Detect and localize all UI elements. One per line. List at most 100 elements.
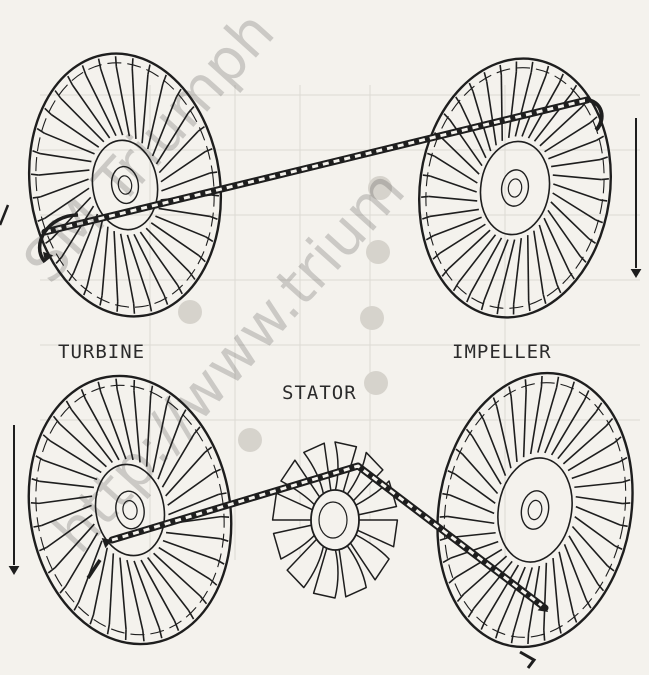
wheel-blade-tip	[73, 602, 80, 610]
grid-dot	[360, 306, 384, 330]
wheel-blade	[492, 75, 511, 141]
wheel-blade	[430, 203, 479, 223]
turbine-rotation-arrowhead	[9, 566, 20, 575]
wheel-blade-tip	[619, 456, 627, 463]
wheel-blade-tip	[568, 272, 575, 279]
wheel-blade-tip	[131, 58, 134, 68]
wheel-blade	[429, 194, 477, 203]
wheel-blade	[437, 137, 484, 174]
wheel-blade	[159, 540, 210, 587]
wheel-blade	[567, 527, 613, 566]
wheel-blade-tip	[455, 97, 462, 104]
wheel-blade-tip	[33, 150, 41, 155]
grid-dot	[178, 300, 202, 324]
wheel-outer-rim	[416, 357, 649, 662]
impeller-wheel-top	[403, 46, 627, 330]
wheel-blade-tip	[499, 65, 503, 75]
wheel-blade-tip	[99, 59, 101, 70]
wheel-outer-rim	[13, 41, 238, 329]
wheel-blade	[85, 395, 119, 464]
wheel-blade-tip	[524, 379, 528, 390]
wheel-blade	[150, 113, 195, 164]
impeller-wheel-bottom	[416, 357, 649, 662]
wheel-blade-tip	[423, 175, 431, 176]
wheel-blade-tip	[200, 595, 206, 604]
wheel-blade-tip	[31, 501, 39, 504]
wheel-blade-tip	[620, 525, 628, 526]
wheel-blade-tip	[478, 412, 485, 420]
wheel-blade-tip	[124, 629, 128, 640]
wheel-blade	[39, 494, 92, 505]
wheel-blade-tip	[106, 624, 111, 634]
wheel-hub-center	[507, 178, 523, 198]
wheel-blade	[537, 218, 576, 271]
edge-arrow	[0, 205, 8, 225]
wheel-blade-tip	[132, 380, 136, 391]
wheel-blade-tip	[68, 76, 73, 86]
wheel-hub	[113, 489, 147, 531]
impeller-rotation-arrowhead	[631, 269, 642, 278]
wheel-blade	[127, 560, 143, 632]
wheel-hub	[518, 489, 551, 532]
wheel-hub-center	[527, 499, 544, 520]
wheel-blade	[447, 515, 494, 525]
wheel-blade-tip	[31, 173, 39, 176]
wheel-blade	[572, 454, 620, 486]
wheel-blade	[576, 495, 623, 505]
wheel-blade-tip	[531, 62, 532, 72]
wheel-blade	[507, 72, 518, 138]
wheel-blade-tip	[33, 526, 41, 527]
wheel-blade-tip	[571, 381, 574, 392]
wheel-blade-tip	[39, 547, 47, 550]
wheel-blade-tip	[81, 389, 85, 400]
wheel-blade-tip	[442, 494, 450, 495]
wheel-blade	[512, 238, 523, 304]
wheel-blade-tip	[467, 292, 471, 302]
wheel-blade-tip	[600, 156, 608, 161]
wheel-blade-tip	[585, 600, 592, 608]
wheel-blade-tip	[440, 515, 448, 518]
wheel-blade-tip	[622, 479, 630, 484]
wheel-blade-tip	[32, 478, 40, 483]
wheel-blade-tip	[542, 294, 547, 303]
wheel-blade	[121, 233, 134, 303]
wheel-blade-tip	[142, 631, 145, 642]
wheel-blade-tip	[512, 632, 514, 643]
wheel-blade-tip	[175, 620, 179, 631]
wheel-blade-tip	[159, 628, 162, 639]
wheel-blade	[551, 153, 600, 173]
wheel-blade-tip	[213, 469, 221, 472]
wheel-blade	[50, 433, 101, 480]
wheel-blade-tip	[116, 301, 119, 311]
wheel-hub	[499, 168, 530, 208]
wheel-blade-tip	[615, 546, 623, 549]
wheel-blade-tip	[210, 215, 218, 220]
wheel-blade	[465, 436, 509, 484]
wheel-blade	[457, 454, 503, 493]
wheel-blade-tip	[527, 301, 531, 311]
wheel-blade	[160, 173, 211, 191]
wheel-inner-rim	[425, 368, 645, 652]
wheel-blade-tip	[115, 56, 117, 67]
wheel-blade-tip	[175, 89, 182, 97]
wheel-blade-tip	[427, 153, 435, 156]
wheel-blade	[39, 168, 90, 177]
wheel-blade-tip	[115, 379, 118, 390]
wheel-blade-tip	[82, 65, 85, 75]
wheel-blade	[562, 536, 606, 584]
grid-dot	[366, 240, 390, 264]
wheel-blade	[556, 544, 596, 600]
wheel-blade-tip	[164, 295, 167, 305]
wheel-blade-tip	[219, 493, 227, 494]
wheel-blade	[547, 202, 594, 239]
wheel-blade	[519, 235, 538, 301]
wheel-blade-tip	[623, 502, 631, 505]
wheel-blade	[574, 474, 622, 495]
wheel-blade-tip	[482, 300, 485, 310]
wheel-hub	[109, 165, 140, 205]
wheel-blade-tip	[512, 304, 515, 314]
wheel-blade	[553, 173, 601, 182]
wheel-blade-tip	[33, 197, 41, 198]
wheel-blade	[154, 131, 203, 172]
wheel-blade-tip	[210, 172, 218, 173]
